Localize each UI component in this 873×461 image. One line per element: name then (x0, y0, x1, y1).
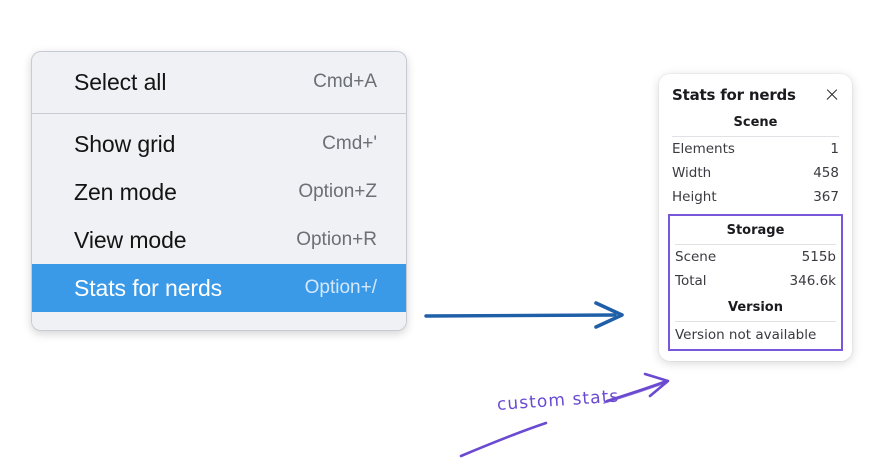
stat-key: Width (672, 165, 712, 181)
menu-group-view: Show grid Cmd+' Zen mode Option+Z View m… (32, 113, 406, 330)
menu-item-show-grid[interactable]: Show grid Cmd+' (32, 120, 406, 168)
menu-item-label: View mode (74, 226, 187, 253)
menu-item-label: Show grid (74, 130, 176, 157)
menu-item-shortcut: Option+R (296, 229, 377, 250)
menu-item-view-mode[interactable]: View mode Option+R (32, 216, 406, 264)
menu-item-shortcut: Cmd+' (322, 133, 377, 154)
stat-key: Elements (672, 141, 735, 157)
stat-row-storage-scene: Scene 515b (671, 245, 840, 269)
canvas-context-menu[interactable]: Select all Cmd+A Show grid Cmd+' Zen mod… (31, 51, 407, 331)
stats-section-scene: Scene Elements 1 Width 458 Height 367 (668, 108, 843, 209)
custom-stats-note-label: custom stats (496, 386, 621, 415)
stat-row-width: Width 458 (668, 161, 843, 185)
section-divider (672, 136, 839, 137)
menu-item-label: Zen mode (74, 178, 177, 205)
menu-item-shortcut: Option+Z (298, 181, 377, 202)
menu-item-shortcut: Cmd+A (313, 71, 377, 92)
stat-row-storage-total: Total 346.6k (671, 269, 840, 293)
stats-section-storage: Storage Scene 515b Total 346.6k (671, 216, 840, 293)
menu-item-zen-mode[interactable]: Zen mode Option+Z (32, 168, 406, 216)
stats-panel-header: Stats for nerds (668, 84, 843, 108)
version-status-text: Version not available (675, 327, 817, 343)
stat-value: 346.6k (789, 273, 836, 289)
stat-row-height: Height 367 (668, 185, 843, 209)
custom-stats-highlight-box: Storage Scene 515b Total 346.6k Version … (668, 214, 843, 351)
stats-for-nerds-panel: Stats for nerds Scene Elements 1 Width 4… (659, 74, 852, 361)
section-heading-scene: Scene (733, 115, 778, 130)
menu-group-selection: Select all Cmd+A (32, 52, 406, 113)
stat-key: Height (672, 189, 717, 205)
menu-bottom-padding (32, 312, 406, 330)
stat-key: Total (675, 273, 707, 289)
section-divider (675, 321, 836, 322)
stat-key: Scene (675, 249, 717, 265)
purple-note-underline (459, 421, 548, 458)
stat-row-elements: Elements 1 (668, 137, 843, 161)
section-heading-storage: Storage (726, 223, 785, 238)
section-divider (675, 244, 836, 245)
stat-value: 1 (830, 141, 839, 157)
menu-item-label: Stats for nerds (74, 274, 223, 301)
blue-flow-arrow (424, 301, 624, 329)
stat-value: 515b (801, 249, 836, 265)
menu-item-shortcut: Option+/ (304, 277, 377, 298)
stats-panel-title: Stats for nerds (672, 86, 796, 104)
menu-item-stats-for-nerds[interactable]: Stats for nerds Option+/ (32, 264, 406, 312)
stats-section-version: Version Version not available (671, 293, 840, 345)
menu-item-label: Select all (74, 68, 167, 95)
section-heading-version: Version (728, 300, 783, 315)
stat-value: 367 (813, 189, 839, 205)
menu-item-select-all[interactable]: Select all Cmd+A (32, 58, 406, 106)
close-icon[interactable] (824, 87, 840, 103)
stat-value: 458 (813, 165, 839, 181)
